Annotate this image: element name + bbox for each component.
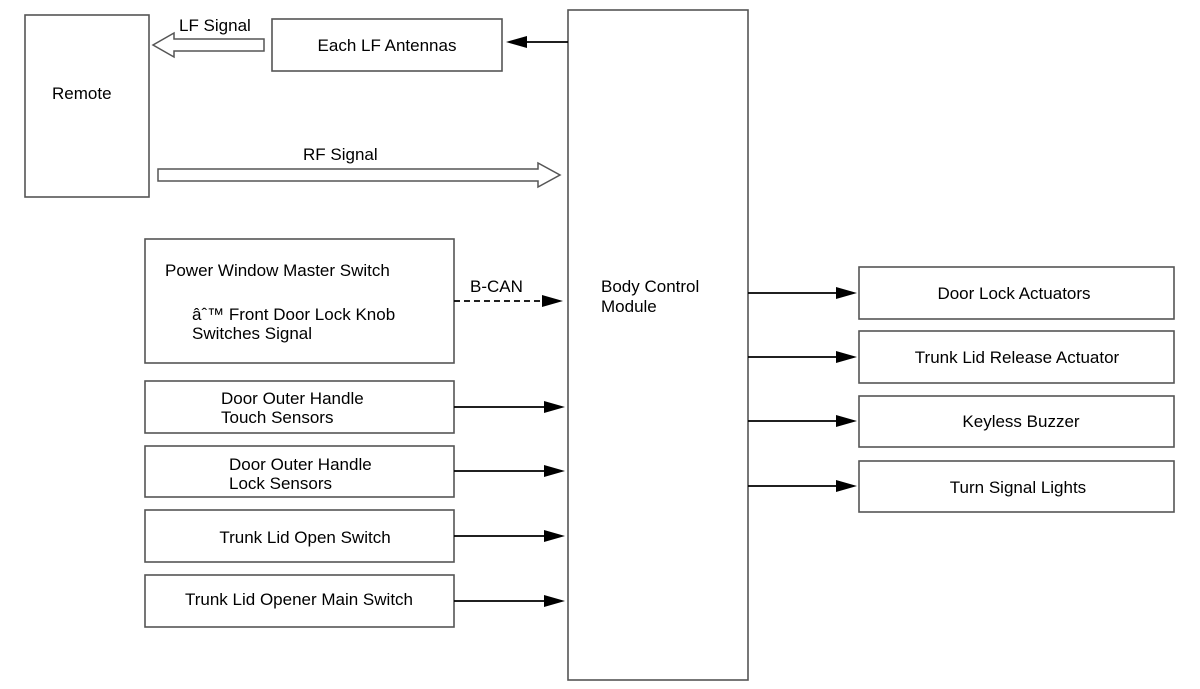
turn-signal-lights-label: Turn Signal Lights <box>950 478 1086 497</box>
keyless-buzzer-arrow <box>748 415 857 427</box>
body-control-module-block: Body Control Module <box>567 9 749 681</box>
lf-antennas-label: Each LF Antennas <box>318 36 457 55</box>
turn-signal-lights-block: Turn Signal Lights <box>858 460 1175 513</box>
bcm-to-lf-antennas-arrow <box>506 36 568 48</box>
bcan-label: B-CAN <box>470 277 523 296</box>
lf-signal-label: LF Signal <box>179 16 251 35</box>
lock-sensors-line2: Lock Sensors <box>229 474 332 493</box>
trunk-release-actuator-block: Trunk Lid Release Actuator <box>858 330 1175 384</box>
keyless-buzzer-label: Keyless Buzzer <box>962 412 1079 431</box>
power-window-master-switch-block: Power Window Master Switch âˆ™ Front Doo… <box>144 238 455 364</box>
lf-signal-arrow: LF Signal <box>151 16 265 59</box>
trunk-open-switch-block: Trunk Lid Open Switch <box>144 509 455 563</box>
bcan-arrow: B-CAN <box>454 277 563 307</box>
door-lock-actuators-label: Door Lock Actuators <box>937 284 1090 303</box>
rf-signal-label: RF Signal <box>303 145 378 164</box>
trunk-release-actuator-arrow <box>748 351 857 363</box>
power-window-line2: âˆ™ Front Door Lock Knob <box>192 305 395 324</box>
lock-sensors-line1: Door Outer Handle <box>229 455 372 474</box>
power-window-line3: Switches Signal <box>192 324 312 343</box>
touch-sensors-line2: Touch Sensors <box>221 408 333 427</box>
lock-sensors-arrow <box>454 465 565 477</box>
turn-signal-lights-arrow <box>748 480 857 492</box>
lock-sensors-block: Door Outer Handle Lock Sensors <box>144 445 455 498</box>
keyless-buzzer-block: Keyless Buzzer <box>858 395 1175 448</box>
remote-block: Remote <box>24 14 150 198</box>
trunk-main-switch-label: Trunk Lid Opener Main Switch <box>185 590 413 609</box>
trunk-release-actuator-label: Trunk Lid Release Actuator <box>915 348 1120 367</box>
remote-label: Remote <box>52 84 112 103</box>
rf-signal-arrow: RF Signal <box>157 145 562 189</box>
trunk-main-switch-block: Trunk Lid Opener Main Switch <box>144 574 455 628</box>
trunk-open-switch-label: Trunk Lid Open Switch <box>219 528 390 547</box>
lf-antennas-block: Each LF Antennas <box>271 18 503 72</box>
bcm-label-line2: Module <box>601 297 657 316</box>
touch-sensors-line1: Door Outer Handle <box>221 389 364 408</box>
trunk-open-switch-arrow <box>454 530 565 542</box>
door-lock-actuators-block: Door Lock Actuators <box>858 266 1175 320</box>
bcm-label-line1: Body Control <box>601 277 699 296</box>
touch-sensors-arrow <box>454 401 565 413</box>
touch-sensors-block: Door Outer Handle Touch Sensors <box>144 380 455 434</box>
door-lock-actuators-arrow <box>748 287 857 299</box>
power-window-line1: Power Window Master Switch <box>165 261 390 280</box>
trunk-main-switch-arrow <box>454 595 565 607</box>
